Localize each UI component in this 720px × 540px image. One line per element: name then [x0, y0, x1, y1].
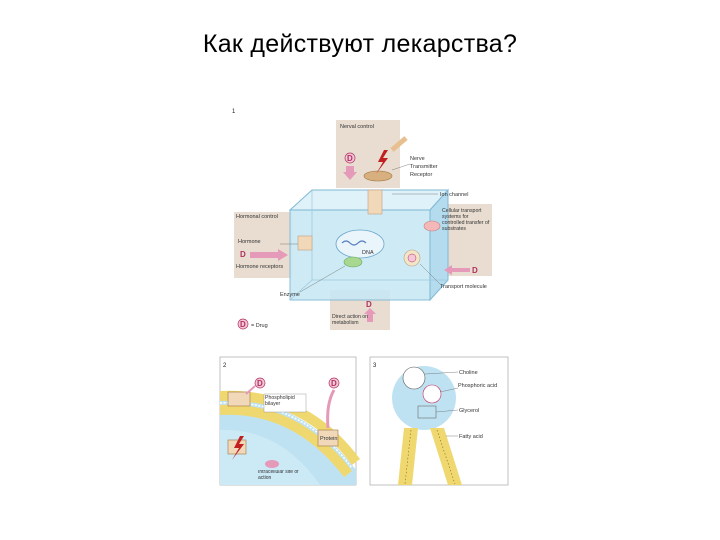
- nerve-fiber: [390, 136, 408, 152]
- drug-marker-nerval: D: [343, 152, 357, 180]
- drug-letter: D: [240, 250, 246, 259]
- panel-1: 1 DNA D: [232, 109, 492, 330]
- fatty-acid-tail-1: [398, 428, 418, 485]
- drug-letter: D: [331, 379, 337, 388]
- nerve-terminal: [363, 170, 393, 182]
- panel-2: 2 Protein D D Phospholipid bilayer: [219, 356, 361, 486]
- legend-text: = Drug: [251, 323, 268, 329]
- protein-1: [227, 391, 251, 407]
- panel-1-number: 1: [232, 109, 236, 115]
- drug-letter: D: [472, 266, 478, 275]
- legend: D = Drug: [237, 318, 268, 330]
- phosphate-ring: [422, 384, 442, 404]
- label-hormone: Hormone: [238, 239, 261, 245]
- dna-strand: [341, 240, 367, 246]
- panel-2-number: 2: [223, 363, 227, 369]
- label-ion-channel: Ion channel: [440, 192, 468, 198]
- drug-marker-transport: D: [444, 265, 478, 275]
- phospholipid-bilayer-inner: [219, 404, 352, 478]
- label-fatty-acid: Fatty acid: [459, 434, 483, 440]
- legend-drug-letter: D: [240, 320, 246, 329]
- label-nerval-control: Nerval control: [340, 124, 374, 130]
- label-nerve: Nerve: [410, 156, 425, 162]
- label-phosphoric-acid: Phosphoric acid: [458, 383, 497, 389]
- nucleus: [335, 229, 385, 259]
- panel-3-number: 3: [373, 363, 377, 369]
- panel-3: 3 Choline Phosphoric acid Glycerol Fatty…: [369, 356, 509, 486]
- drug-marker-hormonal: D: [240, 249, 288, 261]
- label-glycerol: Glycerol: [459, 408, 479, 414]
- label-hormone-receptors: Hormone receptors: [236, 264, 283, 270]
- drug-marker-inner: [407, 253, 417, 263]
- transport-system-tube: [423, 220, 441, 232]
- label-receptor: Receptor: [410, 172, 432, 178]
- drug-letter: D: [347, 154, 353, 163]
- label-enzyme: Enzyme: [280, 292, 300, 298]
- slide-title: Как действуют лекарства?: [202, 30, 518, 58]
- bolt-icon: [232, 436, 244, 460]
- ion-channel-cube: [367, 189, 383, 215]
- drug-marker-p2b: D: [326, 377, 340, 429]
- hormone-receptor-cube: [297, 235, 313, 251]
- label-cellular-transport: Cellular transport systems for controlle…: [442, 208, 489, 232]
- drug-marker-p2a: D: [245, 377, 266, 395]
- label-protein: Protein: [320, 436, 337, 442]
- label-hormonal-control: Hormonal control: [236, 214, 278, 220]
- drug-letter: D: [257, 379, 263, 388]
- label-choline: Choline: [459, 370, 478, 376]
- enzyme-shape: [343, 256, 363, 268]
- choline-ring: [402, 366, 426, 390]
- drug-letter: D: [366, 300, 372, 309]
- label-direct-action: Direct action on metabolism: [332, 314, 368, 326]
- label-transmitter: Transmitter: [410, 164, 438, 170]
- dna-label: DNA: [362, 250, 374, 256]
- transport-panel: [440, 204, 492, 276]
- fatty-acid-tail-2: [430, 428, 462, 485]
- label-phospholipid-bilayer: Phospholipid bilayer: [265, 395, 295, 407]
- nerve-bolt-icon: [376, 150, 388, 174]
- label-intracellular: Intracellular site of action: [258, 470, 299, 481]
- hormonal-control-panel: [234, 212, 292, 278]
- label-transport-molecule: Transport molecule: [440, 284, 487, 290]
- drug-marker-metabolism: D: [364, 300, 376, 322]
- intracellular-drug: [265, 460, 279, 468]
- protein-2: [317, 429, 339, 447]
